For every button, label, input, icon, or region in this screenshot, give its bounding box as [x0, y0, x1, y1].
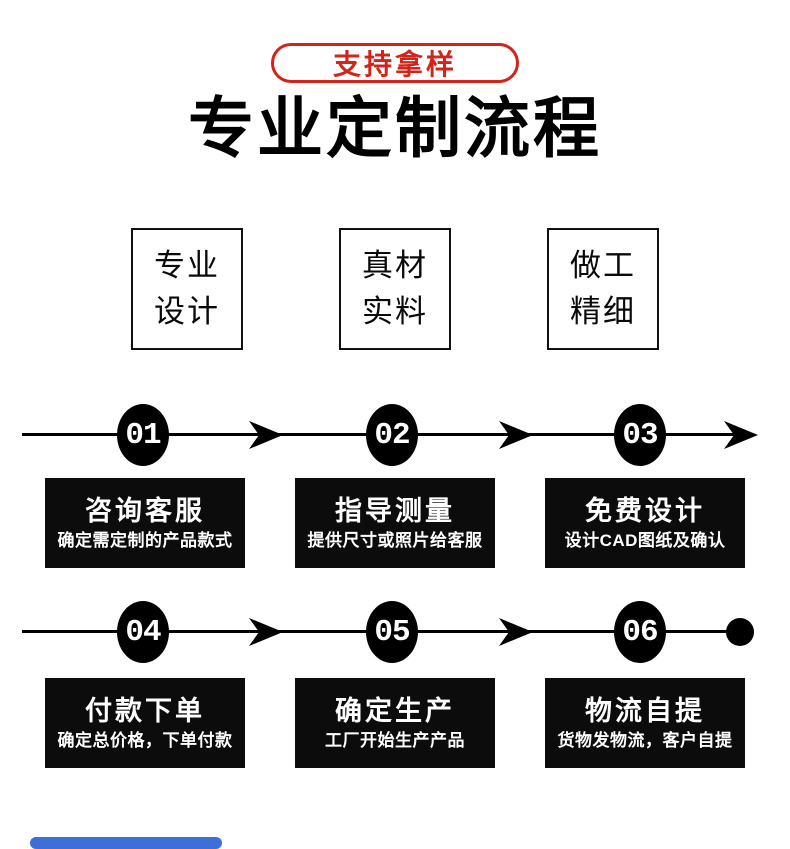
- step-number: 03: [622, 417, 658, 453]
- step-number-badge: 01: [117, 404, 169, 466]
- feature-box-workmanship: 做工 精细: [547, 228, 659, 350]
- step-desc: 确定总价格，下单付款: [57, 730, 233, 750]
- step-title: 物流自提: [585, 695, 705, 726]
- step-box-consult: 咨询客服 确定需定制的产品款式: [45, 478, 245, 568]
- end-dot-icon: [726, 618, 754, 646]
- step-desc: 货物发物流，客户自提: [557, 730, 733, 750]
- sample-support-badge-label: 支持拿样: [332, 49, 457, 80]
- step-number: 06: [622, 614, 658, 650]
- features-row: 专业 设计 真材 实料 做工 精细: [0, 228, 790, 350]
- step-number: 04: [125, 614, 161, 650]
- arrow-right-icon: [499, 421, 533, 449]
- step-number: 05: [374, 614, 410, 650]
- sample-support-badge: 支持拿样: [271, 43, 519, 83]
- arrow-right-icon: [724, 421, 758, 449]
- feature-line: 实料: [362, 294, 428, 329]
- feature-box-material: 真材 实料: [339, 228, 451, 350]
- step-number: 02: [374, 417, 410, 453]
- step-title: 指导测量: [335, 495, 455, 526]
- next-section-blue-bar: [30, 837, 222, 849]
- feature-line: 设计: [154, 294, 220, 329]
- step-box-measure: 指导测量 提供尺寸或照片给客服: [295, 478, 495, 568]
- step-title: 咨询客服: [85, 495, 205, 526]
- step-desc: 工厂开始生产产品: [325, 730, 465, 750]
- step-number-badge: 03: [614, 404, 666, 466]
- step-number-badge: 05: [366, 601, 418, 663]
- steps-row-1: 咨询客服 确定需定制的产品款式 指导测量 提供尺寸或照片给客服 免费设计 设计C…: [45, 478, 745, 568]
- feature-box-design: 专业 设计: [131, 228, 243, 350]
- step-number-badge: 02: [366, 404, 418, 466]
- arrow-right-icon: [499, 618, 533, 646]
- arrow-right-icon: [249, 618, 283, 646]
- page-title: 专业定制流程: [188, 91, 602, 165]
- feature-line: 真材: [362, 247, 428, 283]
- timeline-row-1: 01 02 03: [0, 404, 790, 466]
- timeline-row-2: 04 05 06: [0, 601, 790, 663]
- step-number-badge: 06: [614, 601, 666, 663]
- step-desc: 设计CAD图纸及确认: [564, 530, 726, 550]
- step-box-free-design: 免费设计 设计CAD图纸及确认: [545, 478, 745, 568]
- arrow-right-icon: [249, 421, 283, 449]
- step-box-payment: 付款下单 确定总价格，下单付款: [45, 678, 245, 768]
- step-box-production: 确定生产 工厂开始生产产品: [295, 678, 495, 768]
- step-box-logistics: 物流自提 货物发物流，客户自提: [545, 678, 745, 768]
- step-number: 01: [125, 417, 161, 453]
- feature-line: 专业: [154, 247, 220, 283]
- feature-line: 精细: [570, 294, 636, 329]
- step-number-badge: 04: [117, 601, 169, 663]
- step-title: 付款下单: [85, 695, 205, 726]
- step-desc: 确定需定制的产品款式: [57, 530, 233, 550]
- step-desc: 提供尺寸或照片给客服: [307, 530, 483, 550]
- feature-line: 做工: [570, 247, 636, 283]
- step-title: 免费设计: [585, 495, 705, 526]
- step-title: 确定生产: [335, 695, 455, 726]
- steps-row-2: 付款下单 确定总价格，下单付款 确定生产 工厂开始生产产品 物流自提 货物发物流…: [45, 678, 745, 768]
